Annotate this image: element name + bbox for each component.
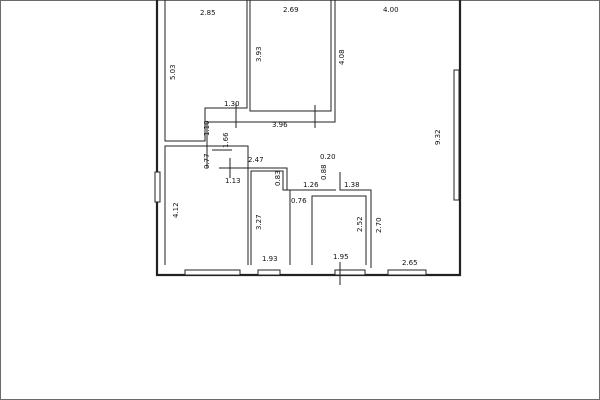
corridor-steps	[219, 167, 336, 191]
window-bottom-2	[257, 269, 281, 276]
dim-room3-height-right: 9.32	[434, 129, 442, 145]
dim-room3-height-left: 4.08	[338, 49, 346, 65]
window-right-wall	[453, 69, 460, 201]
outer-wall-top-left	[155, 0, 462, 277]
dim-step-lower: 0.76	[291, 197, 307, 205]
dim-room2-width: 2.69	[283, 6, 299, 14]
dim-hall-height: 1.66	[222, 132, 230, 148]
dim-corr-height: 0.83	[274, 170, 282, 186]
dim-step-width: 2.47	[248, 156, 264, 164]
dim-room5-width: 1.93	[262, 255, 278, 263]
dim-room7-height: 2.70	[375, 217, 383, 233]
dim-room2-height: 3.93	[255, 46, 263, 62]
dimension-labels: 2.85 5.03 2.69 3.93 4.00 4.08 9.32 1.30 …	[169, 6, 442, 267]
room7-walls	[339, 172, 372, 268]
dim-hall-top: 1.30	[224, 100, 240, 108]
dim-room1-height: 5.03	[169, 64, 177, 80]
room3-walls	[206, 0, 336, 168]
dim-room6-height: 2.52	[356, 216, 364, 232]
dim-room3-width: 4.00	[383, 6, 399, 14]
room1-walls	[164, 0, 248, 142]
dim-room1-width: 2.85	[200, 9, 216, 17]
interior-walls	[164, 0, 372, 285]
dim-step-left: 1.13	[225, 177, 241, 185]
window-bottom-3	[334, 269, 366, 276]
dim-room6-width: 1.38	[344, 181, 360, 189]
dim-step-small: 1.26	[303, 181, 319, 189]
outer-walls	[155, 0, 462, 277]
windows	[154, 69, 460, 276]
room2-walls	[249, 0, 332, 112]
dim-room5-height: 3.27	[255, 214, 263, 230]
dim-hall-left: 1.10	[203, 120, 211, 136]
dim-hall-width: 3.96	[272, 121, 288, 129]
room4-walls	[164, 145, 249, 265]
dim-room6-bottom: 1.95	[333, 253, 349, 261]
dim-room7-bottom: 2.65	[402, 259, 418, 267]
window-left-wall	[154, 171, 161, 203]
window-bottom-4	[387, 269, 427, 276]
dim-side-small: 0.88	[320, 164, 328, 180]
room6-walls	[311, 195, 367, 265]
window-bottom-1	[184, 269, 241, 276]
dim-room4-height: 4.12	[172, 202, 180, 218]
dim-gap-left: 0.77	[203, 153, 211, 169]
dim-top-small: 0.20	[320, 153, 336, 161]
room5-walls	[250, 170, 291, 265]
